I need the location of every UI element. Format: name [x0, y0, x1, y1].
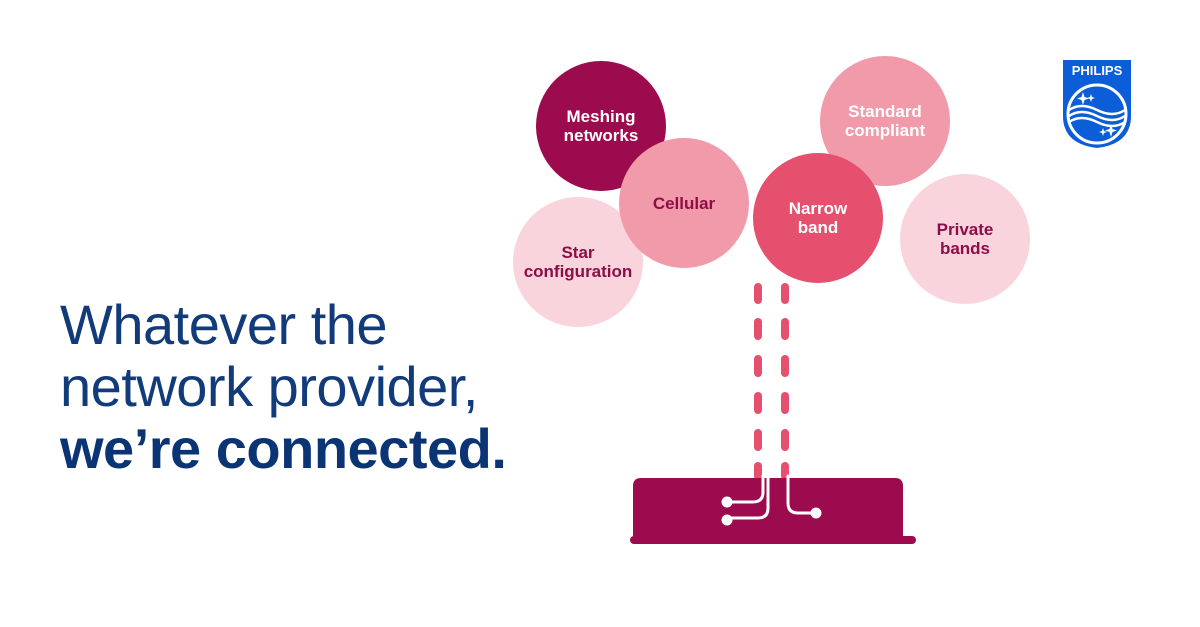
bubble-label: Private bands: [936, 220, 994, 258]
headline-line-2: network provider,: [60, 355, 478, 418]
bubble-label: Cellular: [652, 193, 716, 213]
philips-shield-logo: PHILIPS: [1063, 60, 1131, 148]
circuit-node: [721, 496, 733, 508]
device-base: [630, 536, 916, 544]
bubble-narrow-band: Narrow band: [753, 153, 883, 283]
headline-line-1: Whatever the: [60, 293, 388, 356]
headline: Whatever the network provider, we’re con…: [60, 293, 507, 480]
logo-wordmark: PHILIPS: [1072, 63, 1123, 78]
circuit-node: [721, 514, 733, 526]
star-icon: [1087, 94, 1095, 102]
bubble-label: Narrow band: [788, 199, 848, 237]
connector-lines: [754, 283, 789, 480]
circuit-node: [810, 507, 822, 519]
bubble-private-bands: Private bands: [900, 174, 1030, 304]
star-icon: [1099, 128, 1107, 136]
star-icon: [1105, 124, 1117, 137]
bubble-label: Star configuration: [523, 243, 633, 281]
bubble-meshing-networks: Meshing networks: [536, 61, 666, 191]
circuit-traces: [728, 474, 816, 520]
star-icon: [1077, 92, 1089, 105]
bubble-label: Meshing networks: [563, 107, 639, 145]
bubble-label: Standard compliant: [844, 102, 926, 140]
bubble-cellular: Cellular: [619, 138, 749, 268]
headline-line-3: we’re connected.: [60, 417, 507, 480]
